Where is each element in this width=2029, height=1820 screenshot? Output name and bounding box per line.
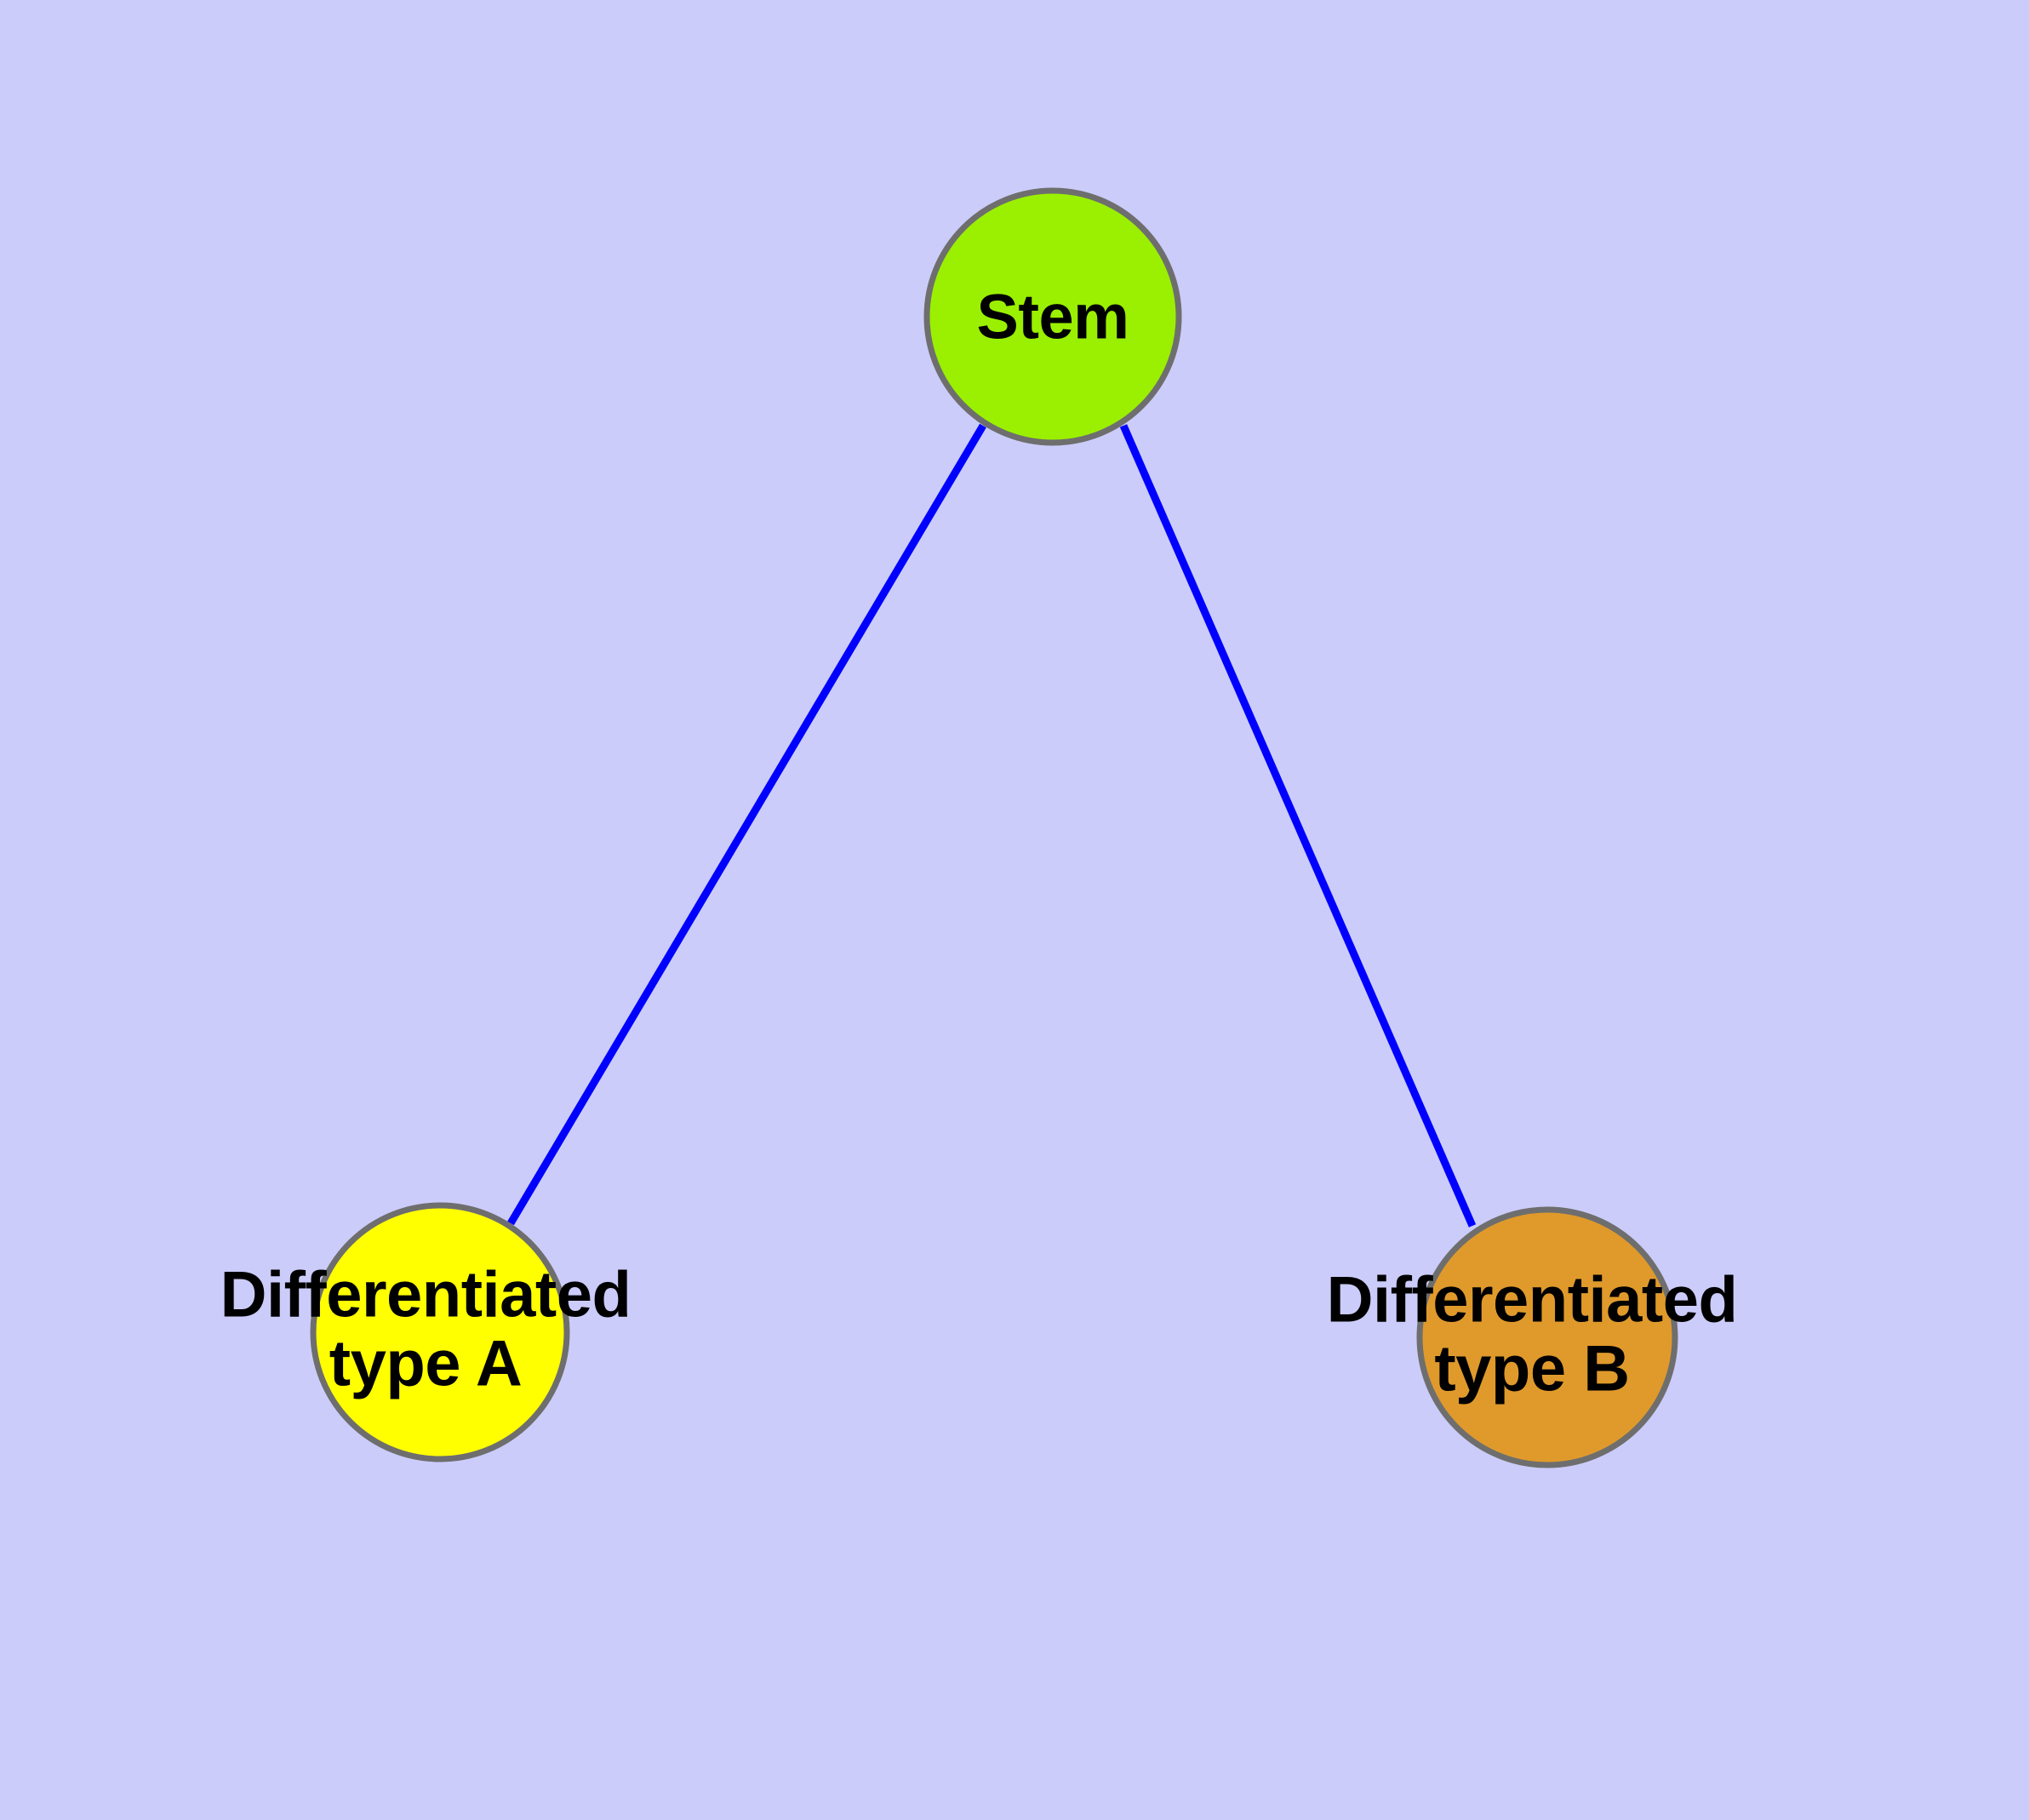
node-stem[interactable] xyxy=(923,187,1182,446)
edge-stem-to-type-b[interactable] xyxy=(1119,424,1477,1228)
node-layer xyxy=(310,187,1678,1468)
edge-stem-to-type-a[interactable] xyxy=(507,423,986,1226)
node-type-a[interactable] xyxy=(310,1202,570,1462)
node-type-b[interactable] xyxy=(1416,1206,1678,1468)
edge-layer xyxy=(507,423,1477,1228)
